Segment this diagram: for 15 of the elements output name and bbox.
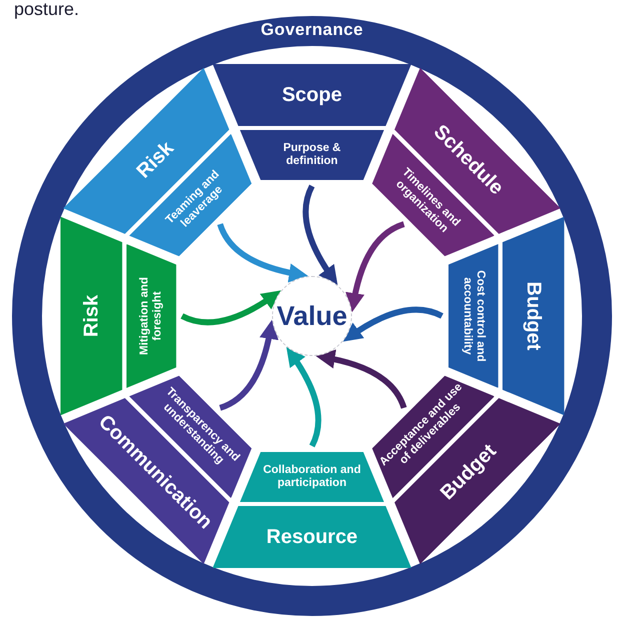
curved-arrow xyxy=(346,221,405,312)
segment-title-band: Scope xyxy=(212,64,412,126)
segment-title-band: Risk xyxy=(60,216,122,416)
segment-title-band: Budget xyxy=(502,216,564,416)
segment-title-band: Resource xyxy=(212,506,412,568)
text-fragment: posture. xyxy=(14,0,80,18)
curved-arrow xyxy=(286,346,322,448)
curved-arrow xyxy=(219,320,278,411)
curved-arrow xyxy=(302,184,338,286)
curved-arrow xyxy=(342,306,444,342)
ring-label: Governance xyxy=(260,21,364,38)
curved-arrow xyxy=(180,290,282,326)
curved-arrow xyxy=(217,223,308,282)
curved-arrow xyxy=(316,350,407,409)
segment-subtitle-band: Purpose & definition xyxy=(240,130,384,180)
